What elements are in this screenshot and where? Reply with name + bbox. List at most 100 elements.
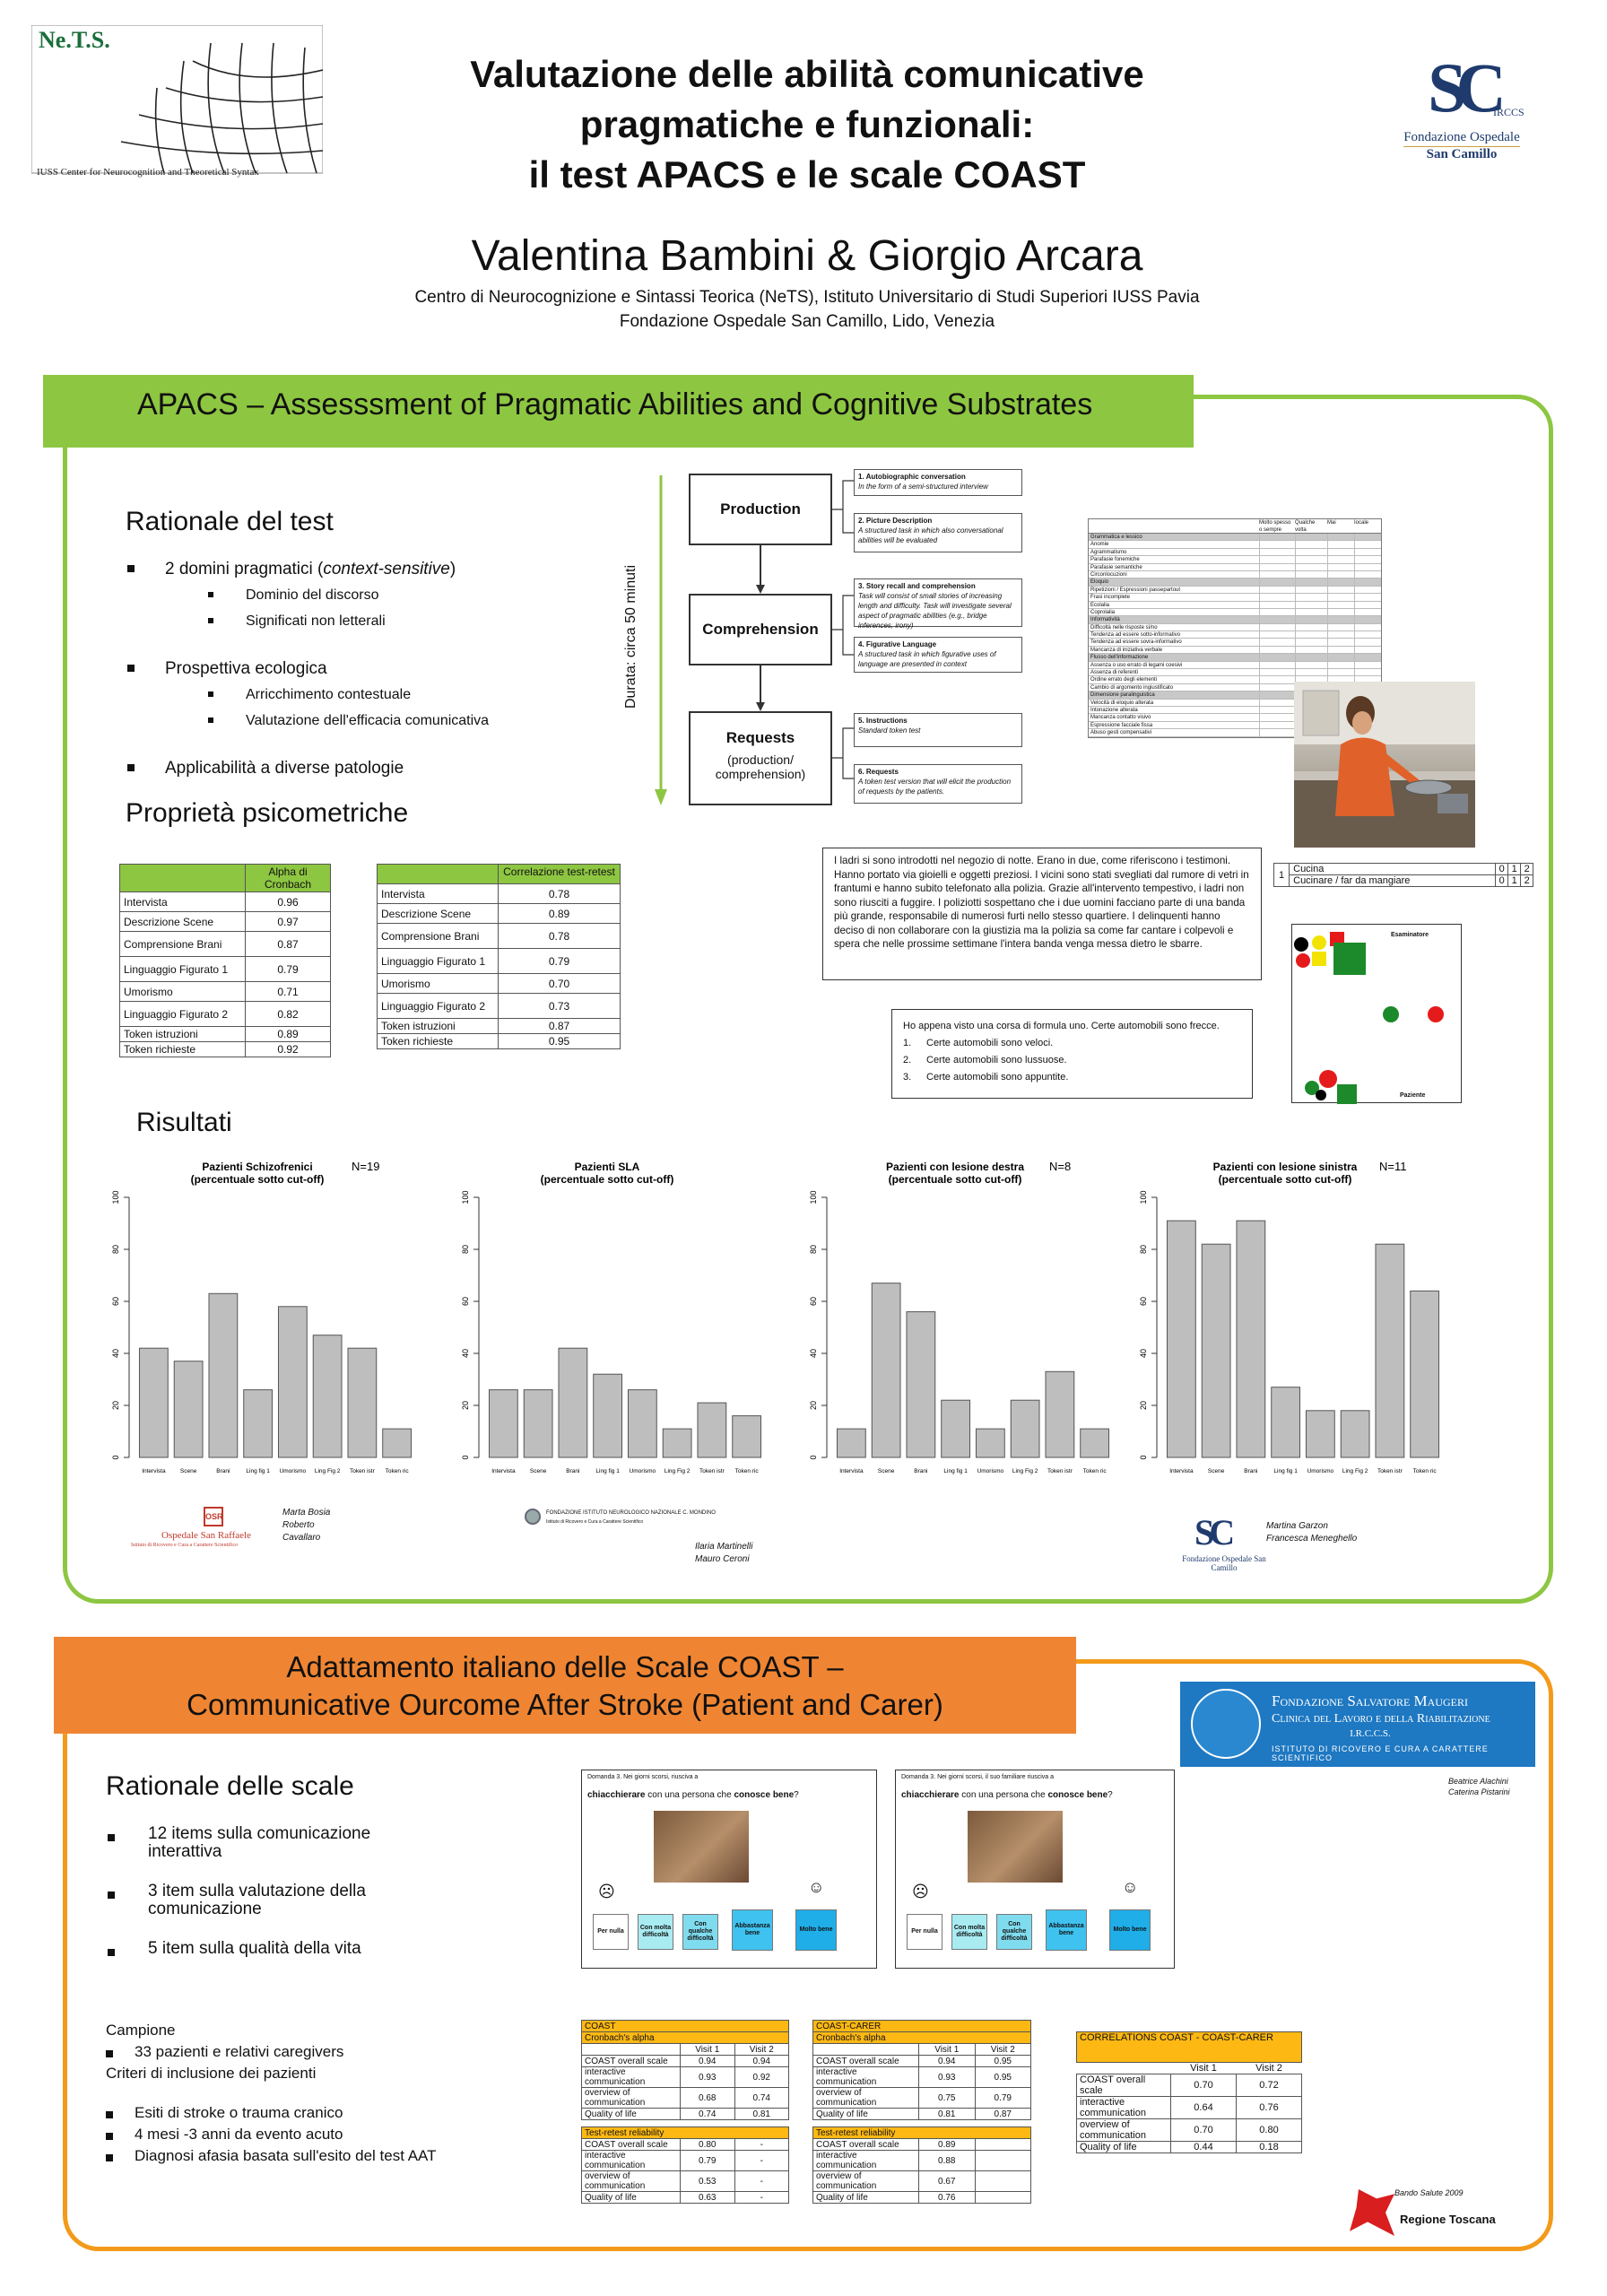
happy-face-icon: ☺ bbox=[1122, 1878, 1139, 1896]
coast-item-2: 3 item sulla valutazione della comunicaz… bbox=[108, 1883, 413, 1918]
coast-card-patient: Domanda 3. Nei giorni scorsi, riusciva a… bbox=[581, 1770, 877, 1969]
retest-header: Correlazione test-retest bbox=[498, 864, 621, 884]
bar bbox=[138, 1347, 169, 1458]
x-tick-label: Intervista bbox=[1169, 1468, 1194, 1474]
chart-title: Pazienti Schizofrenici bbox=[202, 1161, 312, 1173]
checklist-row: Frasi incomplete bbox=[1089, 594, 1381, 602]
rationale-item-1: 2 domini pragmatici (context-sensitive) bbox=[127, 556, 630, 582]
bar bbox=[836, 1428, 866, 1458]
token-examiner: Esaminatore bbox=[1391, 932, 1429, 938]
apacs-banner-text: APACS – Assesssment of Pragmatic Abiliti… bbox=[137, 387, 1093, 422]
bar bbox=[697, 1402, 727, 1458]
coast-banner: Adattamento italiano delle Scale COAST –… bbox=[54, 1637, 1076, 1734]
apacs-banner: APACS – Assesssment of Pragmatic Abiliti… bbox=[43, 375, 1194, 448]
checklist-row: Ordine errato degli elementi bbox=[1089, 676, 1381, 684]
bar bbox=[732, 1415, 762, 1458]
bar bbox=[277, 1306, 308, 1458]
bando-label: Bando Salute 2009 bbox=[1394, 2188, 1464, 2197]
x-tick-label: Scene bbox=[1208, 1468, 1225, 1474]
x-tick-label: Token istr bbox=[1377, 1468, 1403, 1474]
mondino-logo-sub: Istituto di Ricovero e Cura a Carattere … bbox=[546, 1519, 644, 1525]
poster-title: Valutazione delle abilità comunicative p… bbox=[296, 49, 1318, 200]
coast-option-box: Per nulla bbox=[907, 1914, 942, 1950]
chart-title: Pazienti con lesione destra bbox=[886, 1161, 1024, 1173]
coast-option-box: Molto bene bbox=[795, 1909, 837, 1951]
sentence-box: Ho appena visto una corsa di formula uno… bbox=[891, 1009, 1253, 1099]
credit-san-camillo: SC Fondazione Ospedale San Camillo Marti… bbox=[1175, 1511, 1408, 1583]
y-tick-label: 40 bbox=[1139, 1349, 1148, 1358]
x-tick-label: Token istr bbox=[1047, 1468, 1073, 1474]
bar bbox=[1410, 1290, 1440, 1458]
flow-connectors bbox=[832, 480, 856, 779]
bar bbox=[941, 1399, 971, 1458]
credit-mondino: FONDAZIONE ISTITUTO NEUROLOGICO NAZIONAL… bbox=[525, 1507, 794, 1570]
alpha-header: Alpha di Cronbach bbox=[245, 864, 331, 892]
checklist-row: Assenza di referenti bbox=[1089, 669, 1381, 677]
title-line-2: pragmatiche e funzionali: bbox=[579, 103, 1035, 145]
authors: Valentina Bambini & Giorgio Arcara bbox=[471, 232, 1143, 280]
y-tick-label: 0 bbox=[111, 1455, 120, 1459]
y-tick-label: 100 bbox=[461, 1190, 470, 1204]
chart-n-label: N=8 bbox=[1049, 1160, 1071, 1173]
coast-option-box: Con molta difficoltà bbox=[951, 1914, 987, 1950]
x-tick-label: Scene bbox=[180, 1468, 197, 1474]
sad-face-icon: ☹ bbox=[912, 1883, 929, 1900]
campione-block: Campione 33 pazienti e relativi caregive… bbox=[106, 2020, 482, 2167]
sc-line-1: Fondazione Ospedale bbox=[1403, 130, 1520, 144]
checklist-row: Coprolalia bbox=[1089, 608, 1381, 617]
checklist-row: Informatività bbox=[1089, 616, 1381, 624]
criteri-item-2: 4 mesi -3 anni da evento acuto bbox=[106, 2124, 482, 2145]
campione-title: Campione bbox=[106, 2022, 176, 2039]
y-tick-label: 40 bbox=[461, 1349, 470, 1358]
coast-item-3: 5 item sulla qualità della vita bbox=[108, 1940, 413, 1958]
cooking-scene-icon bbox=[1294, 682, 1475, 848]
x-tick-label: Ling Fig 2 bbox=[1342, 1468, 1368, 1474]
y-tick-label: 80 bbox=[1139, 1245, 1148, 1254]
chart-left-lesion: Pazienti con lesione sinistra(percentual… bbox=[1139, 1160, 1440, 1474]
checklist-row: Tendenza ad essere sovra-informativo bbox=[1089, 639, 1381, 647]
y-tick-label: 60 bbox=[809, 1297, 818, 1306]
y-tick-label: 40 bbox=[111, 1349, 120, 1358]
x-tick-label: Ling fig 1 bbox=[1273, 1468, 1298, 1474]
flow-production: Production bbox=[689, 474, 832, 545]
x-tick-label: Scene bbox=[530, 1468, 547, 1474]
checklist-row: Anomie bbox=[1089, 541, 1381, 549]
rationale-item-2: Prospettiva ecologica bbox=[127, 656, 630, 682]
chart-right-lesion: Pazienti con lesione destra(percentuale … bbox=[809, 1160, 1110, 1474]
bar bbox=[173, 1361, 204, 1458]
affiliation: Centro di Neurocognizione e Sintassi Teo… bbox=[296, 285, 1318, 334]
x-tick-label: Umorismo bbox=[977, 1468, 1004, 1474]
mondino-logo-text: FONDAZIONE ISTITUTO NEUROLOGICO NAZIONAL… bbox=[546, 1510, 716, 1516]
bar bbox=[1010, 1399, 1040, 1458]
affiliation-line-1: Centro di Neurocognizione e Sintassi Teo… bbox=[414, 288, 1200, 307]
y-tick-label: 40 bbox=[809, 1349, 818, 1358]
apacs-rationale-list: 2 domini pragmatici (context-sensitive) … bbox=[127, 556, 630, 781]
maugeri-seal-icon bbox=[1191, 1689, 1261, 1759]
